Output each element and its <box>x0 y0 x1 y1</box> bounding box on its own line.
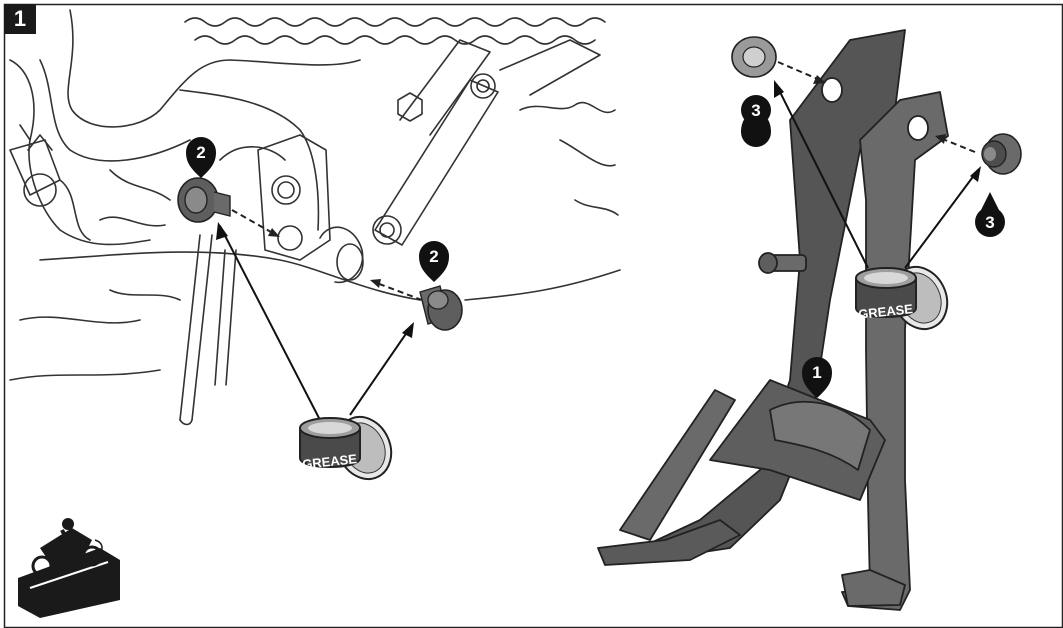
pointer-head-right-1 <box>774 80 784 98</box>
bushing-left-upper <box>177 177 231 223</box>
callout-number-left-upper: 2 <box>196 143 205 162</box>
pointer-head-right-2 <box>970 166 981 182</box>
callout-number-stand-right: 3 <box>985 213 994 232</box>
grease-can-icon-right <box>855 265 949 331</box>
bushing-stand-right <box>981 133 1022 175</box>
insert-path-stand-right <box>939 137 976 153</box>
center-stand <box>597 29 949 611</box>
callout-pin-left-right: 2 <box>419 241 449 282</box>
grease-label-left: GREASE <box>301 451 357 472</box>
bushing-left-lower <box>419 285 463 331</box>
motorcycle-on-stand-icon <box>18 518 120 618</box>
insert-arrowhead-right <box>370 279 381 288</box>
insert-path-right <box>373 281 423 301</box>
pointer-head-left-2 <box>402 322 414 338</box>
washer-top-left <box>731 36 777 78</box>
callout-number-stand-top: 3 <box>751 101 760 120</box>
callout-number-stand-main: 1 <box>812 363 821 382</box>
insert-arrowhead-stand-top <box>813 75 826 84</box>
callout-pin-left-upper: 2 <box>186 137 216 178</box>
callout-number-left-right: 2 <box>429 247 438 266</box>
grease-pointer-lines-right <box>775 83 979 269</box>
callout-pin-stand-right: 3 <box>975 192 1005 237</box>
insert-arrowhead-stand-right <box>935 134 946 144</box>
grease-pointer-lines-left <box>219 225 413 421</box>
callout-pin-stand-main: 1 <box>802 357 832 398</box>
pointer-head-left-1 <box>216 222 228 240</box>
insert-path-stand-top <box>777 61 821 81</box>
callout-pin-stand-top: 3 <box>741 95 771 147</box>
grease-can-icon <box>299 415 393 481</box>
grease-label-right: GREASE <box>857 301 913 322</box>
step-number-badge: 1 <box>4 4 36 34</box>
insert-arrowhead-left <box>268 228 280 237</box>
engine-frame-illustration <box>9 9 621 426</box>
